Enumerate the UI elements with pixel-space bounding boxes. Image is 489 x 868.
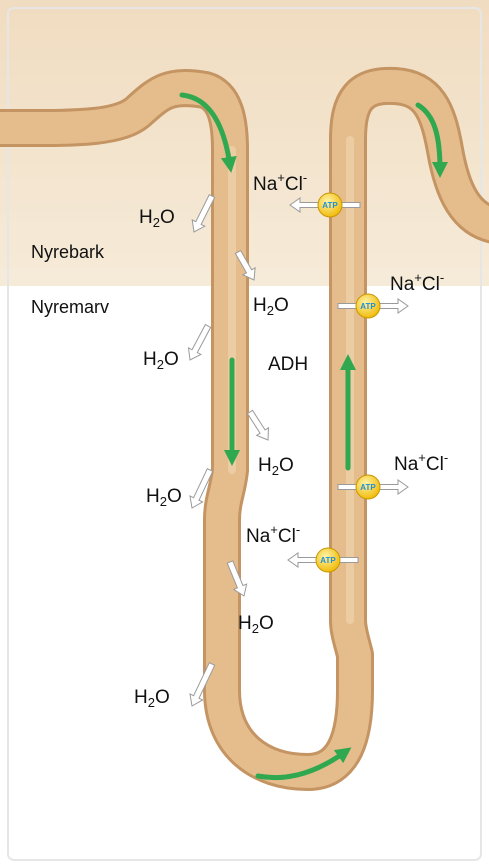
water-label: H2O (238, 614, 274, 633)
cortex-zone-label: Nyrebark (31, 243, 104, 261)
atp-pump-label: ATP (360, 302, 376, 311)
atp-pump-label: ATP (322, 201, 338, 210)
sodium-chloride-label: Na+Cl- (253, 175, 307, 194)
atp-pump-label: ATP (360, 483, 376, 492)
sodium-chloride-label: Na+Cl- (390, 275, 444, 294)
sodium-chloride-label: Na+Cl- (394, 455, 448, 474)
sodium-chloride-label: Na+Cl- (246, 527, 300, 546)
water-label: H2O (253, 296, 289, 315)
medulla-zone-label: Nyremarv (31, 298, 109, 316)
water-label: H2O (143, 350, 179, 369)
water-label: H2O (139, 208, 175, 227)
water-label: H2O (258, 456, 294, 475)
atp-pump-label: ATP (320, 556, 336, 565)
water-label: H2O (134, 688, 170, 707)
adh-label: ADH (268, 355, 308, 374)
water-label: H2O (146, 487, 182, 506)
